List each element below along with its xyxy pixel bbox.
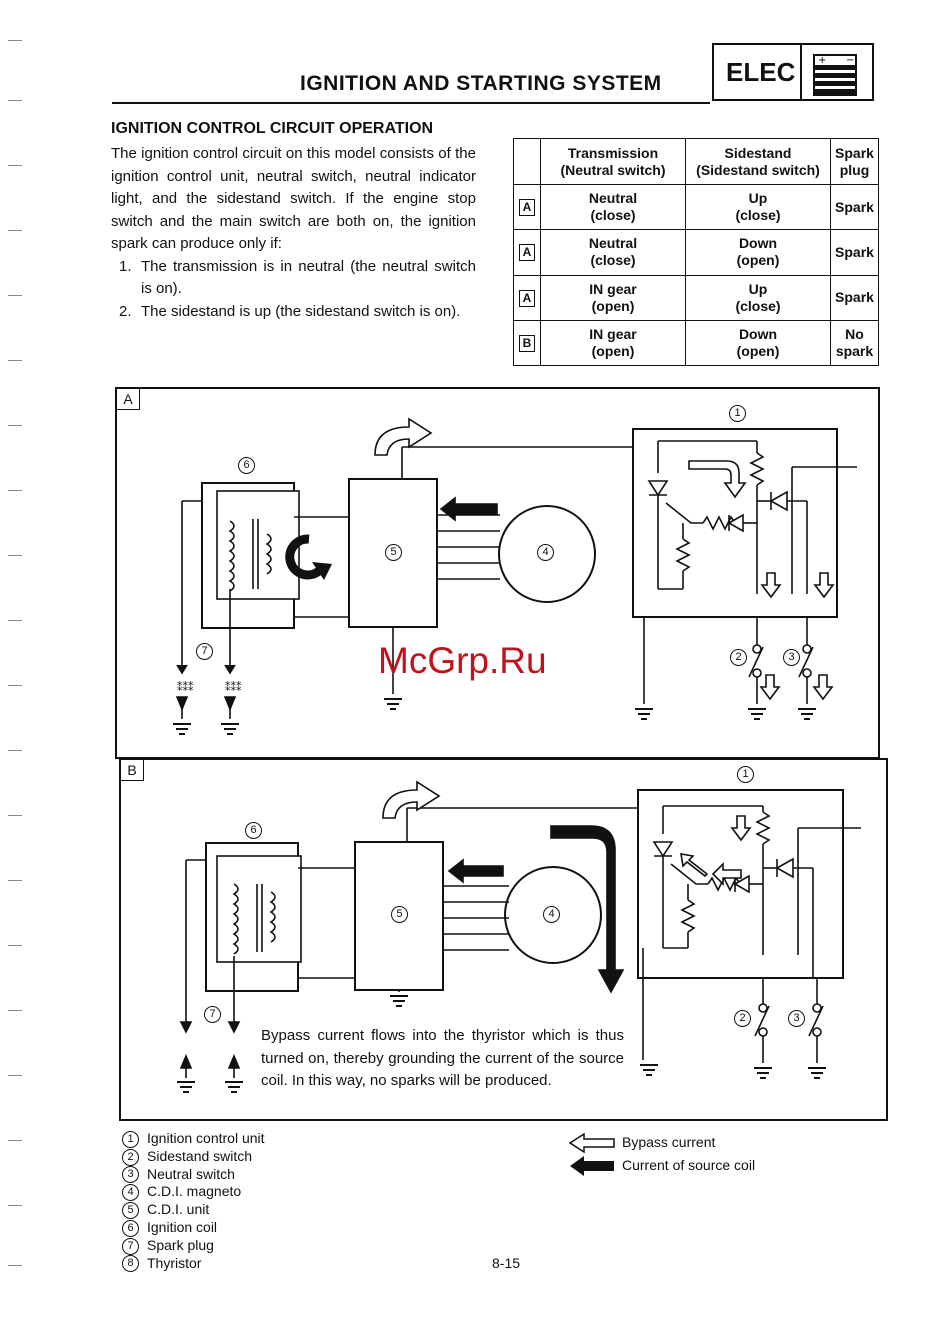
page-number: 8-15 [492, 1255, 521, 1271]
arrow-legend-source: Current of source coil [568, 1154, 755, 1177]
bypass-diagonal-arrow-icon [680, 853, 709, 878]
page-title: IGNITION AND STARTING SYSTEM [300, 72, 662, 95]
table-header-row: Transmission (Neutral switch) Sidestand … [513, 138, 879, 185]
diagram-tag-b: B [121, 760, 144, 781]
svg-text:−: − [846, 55, 854, 66]
section-heading: IGNITION CONTROL CIRCUIT OPERATION [111, 120, 434, 137]
callout-2: 2 [734, 1010, 759, 1028]
header-rule [112, 102, 710, 104]
circuit-diagram-a: A ⁑⁑⁑ ⁑⁑⁑ [115, 387, 880, 759]
intro-paragraph: The ignition control circuit on this mod… [111, 145, 476, 252]
output-arrow-icon [382, 780, 441, 819]
header-spark-plug: Spark plug [830, 138, 879, 185]
table-row: A IN gear(open) Up(close) Spark [513, 274, 879, 321]
case-label: A [519, 289, 535, 307]
callout-3: 3 [783, 649, 808, 667]
header-sidestand: Sidestand (Sidestand switch) [685, 138, 831, 185]
diagram-tag-a: A [117, 389, 140, 410]
callout-6: 6 [245, 822, 270, 840]
table-row: A Neutral(close) Up(close) Spark [513, 183, 879, 231]
circuit-diagram-b: B [119, 758, 888, 1121]
case-label: B [519, 334, 535, 352]
callout-5: 5 [391, 906, 416, 924]
callout-6: 6 [238, 457, 263, 475]
bypass-arrow-icon [711, 862, 742, 886]
watermark: McGrp.Ru [378, 640, 547, 681]
condition-item: 1. The transmission is in neutral (the n… [119, 257, 476, 298]
arrow-legend: Bypass current Current of source coil [568, 1131, 755, 1177]
curved-arrow-icon [285, 534, 322, 580]
callout-5: 5 [385, 544, 410, 562]
section-badge: ELEC + − [712, 43, 874, 101]
hollow-arrow-icon [568, 1132, 615, 1153]
source-current-arrow-icon [447, 858, 504, 884]
circuit-b-drawing [176, 780, 861, 1093]
battery-icon: + − [813, 54, 857, 96]
svg-text:⁑⁑⁑: ⁑⁑⁑ [177, 681, 194, 694]
svg-text:+: + [818, 55, 826, 66]
callout-3: 3 [788, 1010, 813, 1028]
source-current-bend-arrow-icon [550, 825, 625, 994]
output-arrow-icon [374, 417, 433, 456]
source-current-arrow-icon [439, 496, 498, 522]
callout-4: 4 [543, 906, 568, 924]
header-transmission: Transmission (Neutral switch) [540, 138, 686, 185]
callout-1: 1 [729, 405, 754, 423]
condition-list: 1. The transmission is in neutral (the n… [111, 256, 476, 324]
callout-4: 4 [537, 544, 562, 562]
condition-item: 2. The sidestand is up (the sidestand sw… [119, 302, 461, 320]
intro-text: The ignition control circuit on this mod… [111, 143, 476, 323]
callout-1: 1 [737, 766, 762, 784]
svg-text:⁑⁑⁑: ⁑⁑⁑ [225, 681, 242, 694]
bypass-arrow-icon [688, 460, 747, 499]
case-label: A [519, 244, 535, 262]
arrow-legend-bypass: Bypass current [568, 1131, 755, 1154]
solid-arrow-icon [570, 1155, 614, 1176]
table-row: A Neutral(close) Down(open) Spark [513, 229, 879, 276]
switch-condition-table: Transmission (Neutral switch) Sidestand … [513, 138, 879, 367]
callout-7: 7 [196, 643, 221, 661]
diagram-b-note: Bypass current flows into the thyristor … [261, 1027, 624, 1089]
callout-7: 7 [204, 1006, 229, 1024]
callout-2: 2 [730, 649, 755, 667]
circuit-a-drawing: ⁑⁑⁑ ⁑⁑⁑ [172, 417, 857, 735]
case-label: A [519, 199, 535, 217]
section-badge-label: ELEC [726, 57, 796, 87]
